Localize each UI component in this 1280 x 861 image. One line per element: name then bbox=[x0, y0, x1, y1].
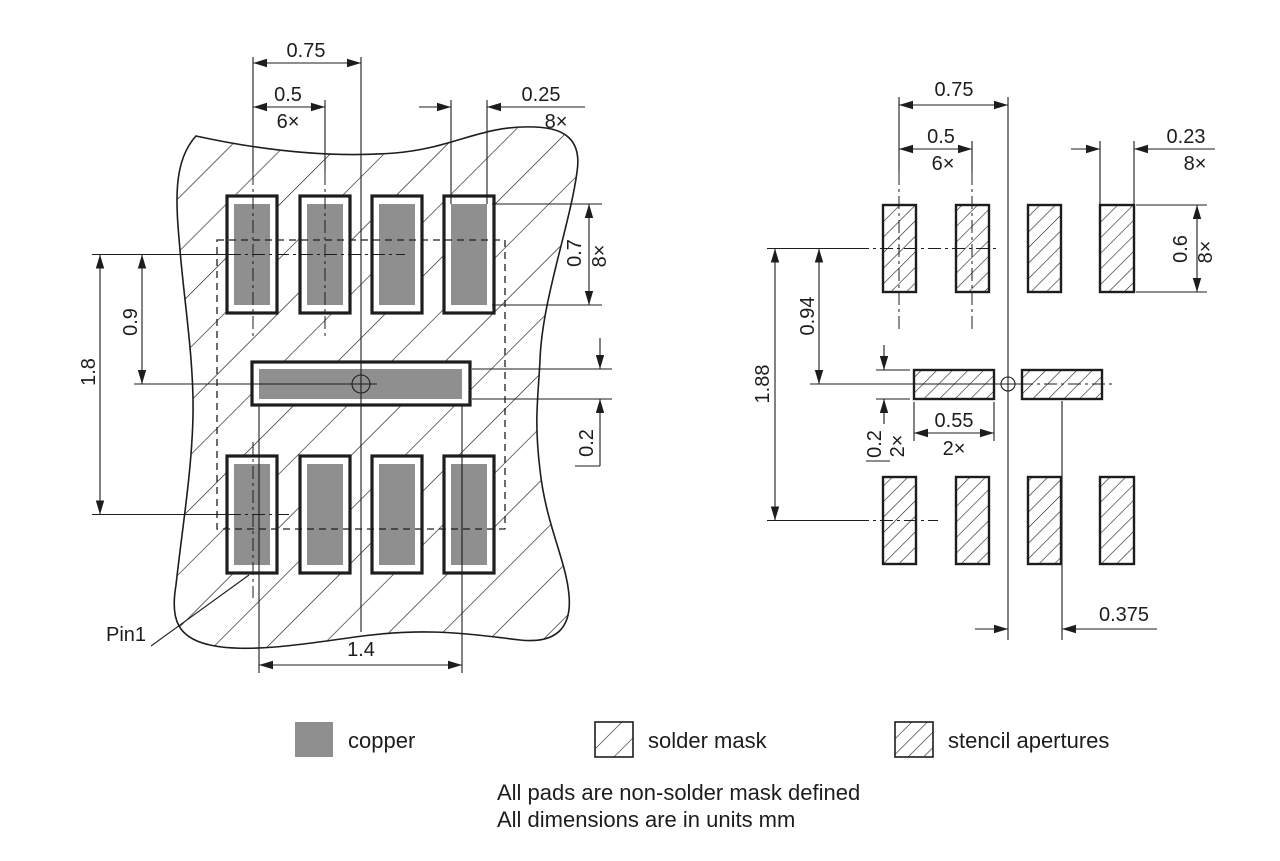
dim-label-aperture-pitch: 0.5 bbox=[927, 126, 955, 148]
stencil-aperture bbox=[954, 475, 991, 566]
note-line-2: All dimensions are in units mm bbox=[497, 807, 795, 832]
legend-solder-mask-swatch bbox=[594, 721, 634, 758]
pin1-label: Pin1 bbox=[106, 624, 146, 646]
dim-label-center-pad-length: 1.4 bbox=[347, 639, 375, 661]
right-construction-lines bbox=[767, 97, 1207, 640]
count-label-pad-height: 8× bbox=[589, 245, 611, 268]
count-label-aperture-width: 8× bbox=[1184, 153, 1207, 175]
legend: copper solder mask stencil apertures bbox=[295, 721, 1109, 758]
dim-label-pad-width: 0.25 bbox=[522, 84, 561, 106]
dim-label-center-aperture-offset: 0.375 bbox=[1099, 604, 1149, 626]
stencil-aperture bbox=[1098, 475, 1136, 566]
count-label-center-aperture-height: 2× bbox=[887, 435, 909, 458]
dim-label-aperture-row-span: 1.88 bbox=[752, 365, 774, 404]
notes: All pads are non-solder mask defined All… bbox=[497, 780, 860, 832]
copper-pad bbox=[451, 464, 487, 565]
dim-label-pad-center-to-origin: 0.75 bbox=[287, 40, 326, 62]
dim-label-center-aperture-height: 0.2 bbox=[864, 430, 886, 458]
left-dimension-lines bbox=[99, 62, 601, 666]
stencil-aperture bbox=[1026, 475, 1063, 566]
count-label-center-aperture-length: 2× bbox=[943, 438, 966, 460]
legend-copper-swatch bbox=[295, 722, 333, 757]
dim-label-row-span: 1.8 bbox=[78, 358, 100, 386]
note-line-1: All pads are non-solder mask defined bbox=[497, 780, 860, 805]
dim-label-aperture-row-offset: 0.94 bbox=[797, 297, 819, 336]
count-label-aperture-height: 8× bbox=[1195, 241, 1217, 264]
origin-crosshair-icon bbox=[351, 374, 371, 394]
dim-label-center-pad-height: 0.2 bbox=[576, 429, 598, 457]
left-construction-lines bbox=[92, 57, 612, 673]
copper-pad bbox=[307, 464, 343, 565]
dim-label-pad-pitch: 0.5 bbox=[274, 84, 302, 106]
copper-pad bbox=[379, 464, 415, 565]
legend-solder-mask-label: solder mask bbox=[648, 728, 768, 753]
copper-pad bbox=[451, 204, 487, 305]
right-stencil-pattern: 0.75 0.5 6× 0.23 8× 0.6 8× 0.94 1.88 0.2… bbox=[752, 79, 1217, 640]
dim-label-center-aperture-length: 0.55 bbox=[935, 410, 974, 432]
dim-label-pad-height: 0.7 bbox=[564, 239, 586, 267]
dim-label-aperture-width: 0.23 bbox=[1167, 126, 1206, 148]
bottom-pad-row bbox=[225, 454, 496, 575]
count-label-pad-pitch: 6× bbox=[277, 111, 300, 133]
stencil-aperture bbox=[1026, 203, 1063, 294]
stencil-aperture bbox=[1098, 203, 1136, 294]
legend-stencil-label: stencil apertures bbox=[948, 728, 1109, 753]
right-dimension-arrows bbox=[770, 100, 1202, 634]
legend-stencil-swatch bbox=[894, 721, 934, 758]
dim-label-row-offset: 0.9 bbox=[120, 308, 142, 336]
count-label-pad-width: 8× bbox=[545, 111, 568, 133]
dim-label-aperture-center-to-origin: 0.75 bbox=[935, 79, 974, 101]
left-land-pattern: 0.75 0.5 6× 0.25 8× 0.7 8× 0.9 1.8 0.2 1… bbox=[78, 40, 612, 673]
count-label-aperture-pitch: 6× bbox=[932, 153, 955, 175]
dim-label-aperture-height: 0.6 bbox=[1170, 235, 1192, 263]
legend-copper-label: copper bbox=[348, 728, 415, 753]
left-dimension-arrows bbox=[95, 58, 605, 670]
